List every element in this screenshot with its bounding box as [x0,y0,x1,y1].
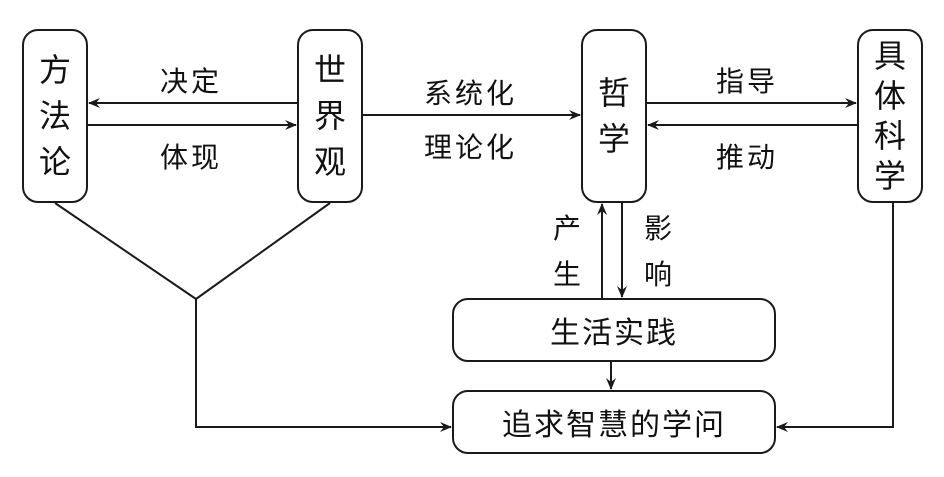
node-specific-science-char: 体 [873,77,906,115]
edge-label-theorized: 理论化 [424,131,518,164]
node-philosophy: 哲 学 [581,29,647,203]
node-life-practice: 生活实践 [452,298,776,362]
edge-label-embodies: 体现 [160,141,223,174]
edge-label-influences: 影 响 [643,206,673,298]
node-worldview-char: 世 [313,51,346,89]
node-methodology: 方 法 论 [22,29,88,203]
arrow-science-to-wisdom [776,203,894,432]
node-methodology-char: 方 [38,51,71,89]
connector-worldview-merge [195,202,331,300]
edge-label-influences-char: 影 [643,212,672,245]
edge-label-systematized: 系统化 [424,77,518,110]
node-specific-science: 具 体 科 学 [857,29,923,203]
node-worldview-char: 观 [313,143,346,181]
edge-label-produces: 产 生 [552,206,582,298]
edge-label-promotes: 推动 [716,141,779,174]
node-specific-science-char: 学 [873,157,906,195]
node-philosophy-char: 哲 [597,74,630,112]
node-methodology-char: 论 [38,143,71,181]
edge-label-influences-char: 响 [643,258,672,291]
node-philosophy-char: 学 [597,120,630,158]
node-specific-science-char: 科 [873,117,906,155]
connector-methodology-merge [54,202,197,300]
node-worldview-char: 界 [313,97,346,135]
node-life-practice-label: 生活实践 [550,316,678,351]
edge-label-determines: 决定 [160,65,223,98]
node-pursuit-of-wisdom-label: 追求智慧的学问 [502,408,726,443]
node-specific-science-char: 具 [873,37,906,75]
edge-label-guides: 指导 [716,65,779,98]
arrow-merge-to-wisdom [195,299,452,432]
edge-label-produces-char: 产 [552,212,581,245]
node-pursuit-of-wisdom: 追求智慧的学问 [452,390,776,454]
node-methodology-char: 法 [38,97,71,135]
edge-label-produces-char: 生 [552,258,581,291]
node-worldview: 世 界 观 [297,29,363,203]
